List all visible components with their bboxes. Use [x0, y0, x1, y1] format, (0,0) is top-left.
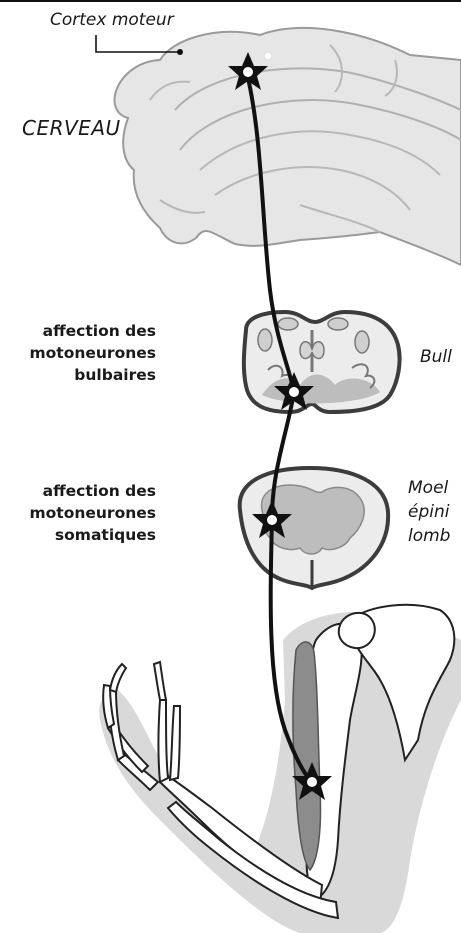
bulb-label: Bull [420, 347, 461, 367]
medulla-cross-section [244, 312, 400, 412]
somatic-affection-label: affection des motoneurones somatiques [29, 480, 156, 546]
brain-label: CERVEAU [22, 116, 121, 140]
cortex-leader-line [96, 35, 178, 52]
bulbar-affection-label: affection des motoneurones bulbaires [29, 320, 156, 386]
spinal-cord-label: Moel épini lomb [408, 476, 461, 548]
cortex-moteur-label: Cortex moteur [50, 10, 174, 30]
brain-illustration [115, 28, 461, 265]
cortex-leader-dot [177, 49, 183, 55]
brain-outline [115, 28, 461, 265]
arm-illustration [99, 605, 461, 933]
